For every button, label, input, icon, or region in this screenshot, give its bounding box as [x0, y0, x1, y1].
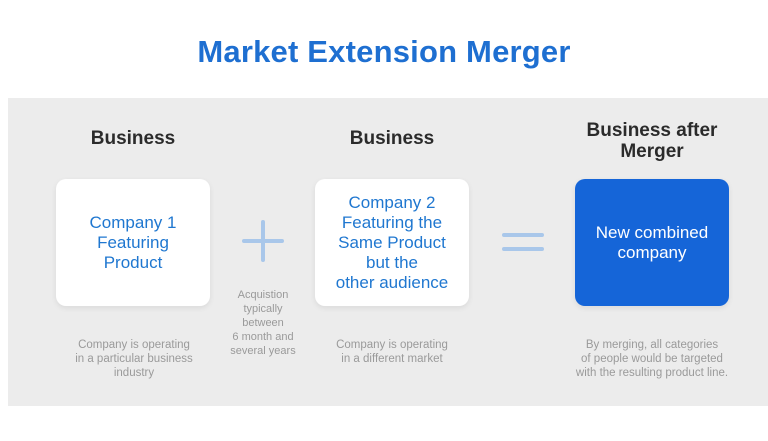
equals-icon — [502, 229, 544, 255]
acquisition-caption: Acquistion typically between 6 month and… — [230, 289, 296, 357]
company-2-card: Company 2 Featuring the Same Product but… — [315, 179, 469, 306]
plus-icon — [242, 220, 284, 262]
plus-icon-vertical-bar — [261, 220, 265, 262]
column-3-caption: By merging, all categories of people wou… — [575, 339, 729, 379]
company-1-card: Company 1 Featuring Product — [56, 179, 210, 306]
diagram-panel: Business Company 1 Featuring Product Com… — [8, 98, 768, 406]
column-1-caption: Company is operating in a particular bus… — [75, 339, 193, 379]
column-3-heading: Business after Merger — [586, 120, 718, 162]
equals-icon-top-bar — [502, 233, 544, 237]
company-2-card-text: Company 2 Featuring the Same Product but… — [335, 192, 449, 292]
column-2-heading: Business — [349, 128, 435, 149]
new-company-card: New combined company — [575, 179, 729, 306]
new-company-card-text: New combined company — [595, 222, 709, 262]
company-1-card-text: Company 1 Featuring Product — [89, 212, 177, 272]
column-2-caption: Company is operating in a different mark… — [336, 339, 448, 365]
equals-icon-bottom-bar — [502, 247, 544, 251]
page-title: Market Extension Merger — [197, 34, 571, 69]
column-1-heading: Business — [90, 128, 176, 149]
